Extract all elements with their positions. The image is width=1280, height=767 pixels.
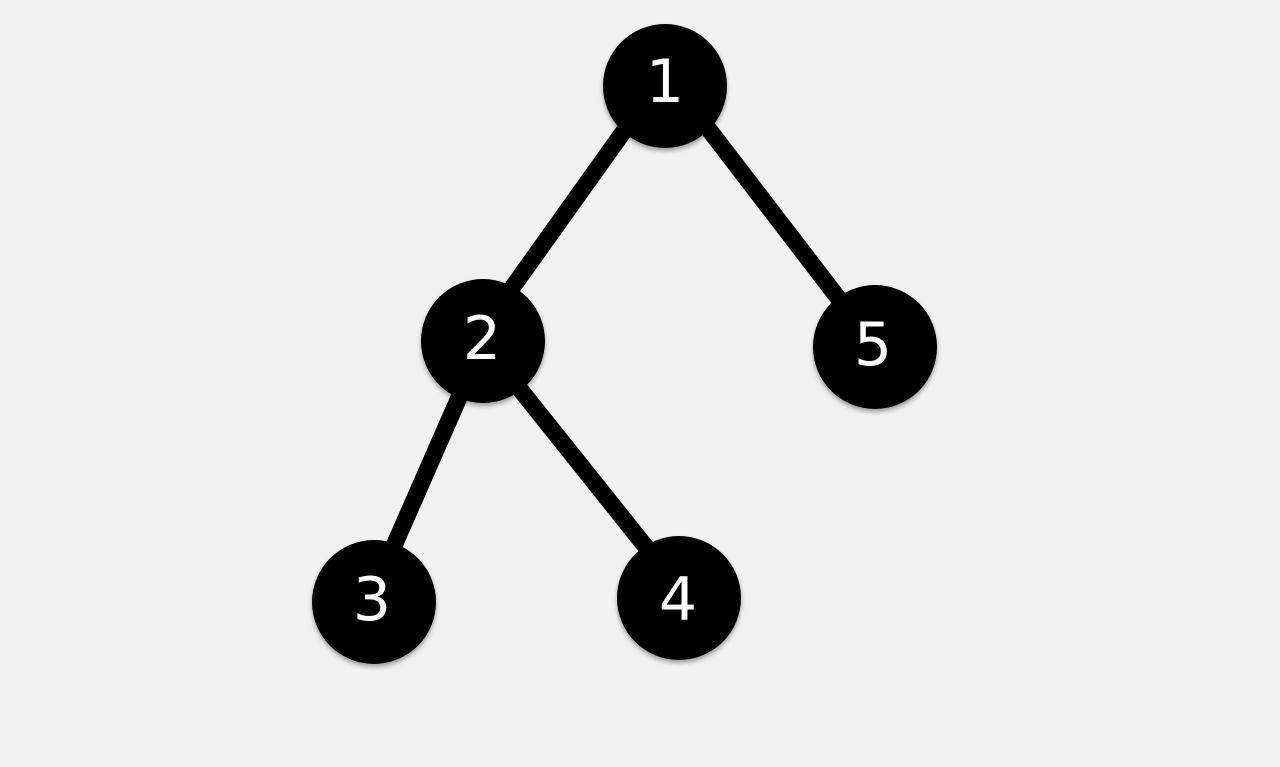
tree-node-4: 4	[617, 536, 741, 660]
edge-1-5	[700, 121, 849, 309]
tree-node-1: 1	[603, 24, 727, 148]
node-label: 2	[463, 304, 501, 374]
node-circle	[421, 279, 545, 403]
nodes-layer: 1 2 3 4 5	[312, 24, 937, 664]
node-label: 1	[646, 47, 684, 117]
edges-layer	[385, 121, 849, 553]
node-circle	[813, 285, 937, 409]
node-circle	[603, 24, 727, 148]
edge-1-2	[505, 126, 631, 293]
edge-2-3	[385, 389, 469, 552]
node-label: 3	[353, 565, 391, 635]
node-label: 4	[659, 565, 697, 635]
edge-2-4	[512, 382, 653, 553]
node-label: 5	[854, 310, 892, 380]
tree-node-2: 2	[421, 279, 545, 403]
tree-node-5: 5	[813, 285, 937, 409]
node-circle	[312, 540, 436, 664]
node-circle	[617, 536, 741, 660]
tree-node-3: 3	[312, 540, 436, 664]
